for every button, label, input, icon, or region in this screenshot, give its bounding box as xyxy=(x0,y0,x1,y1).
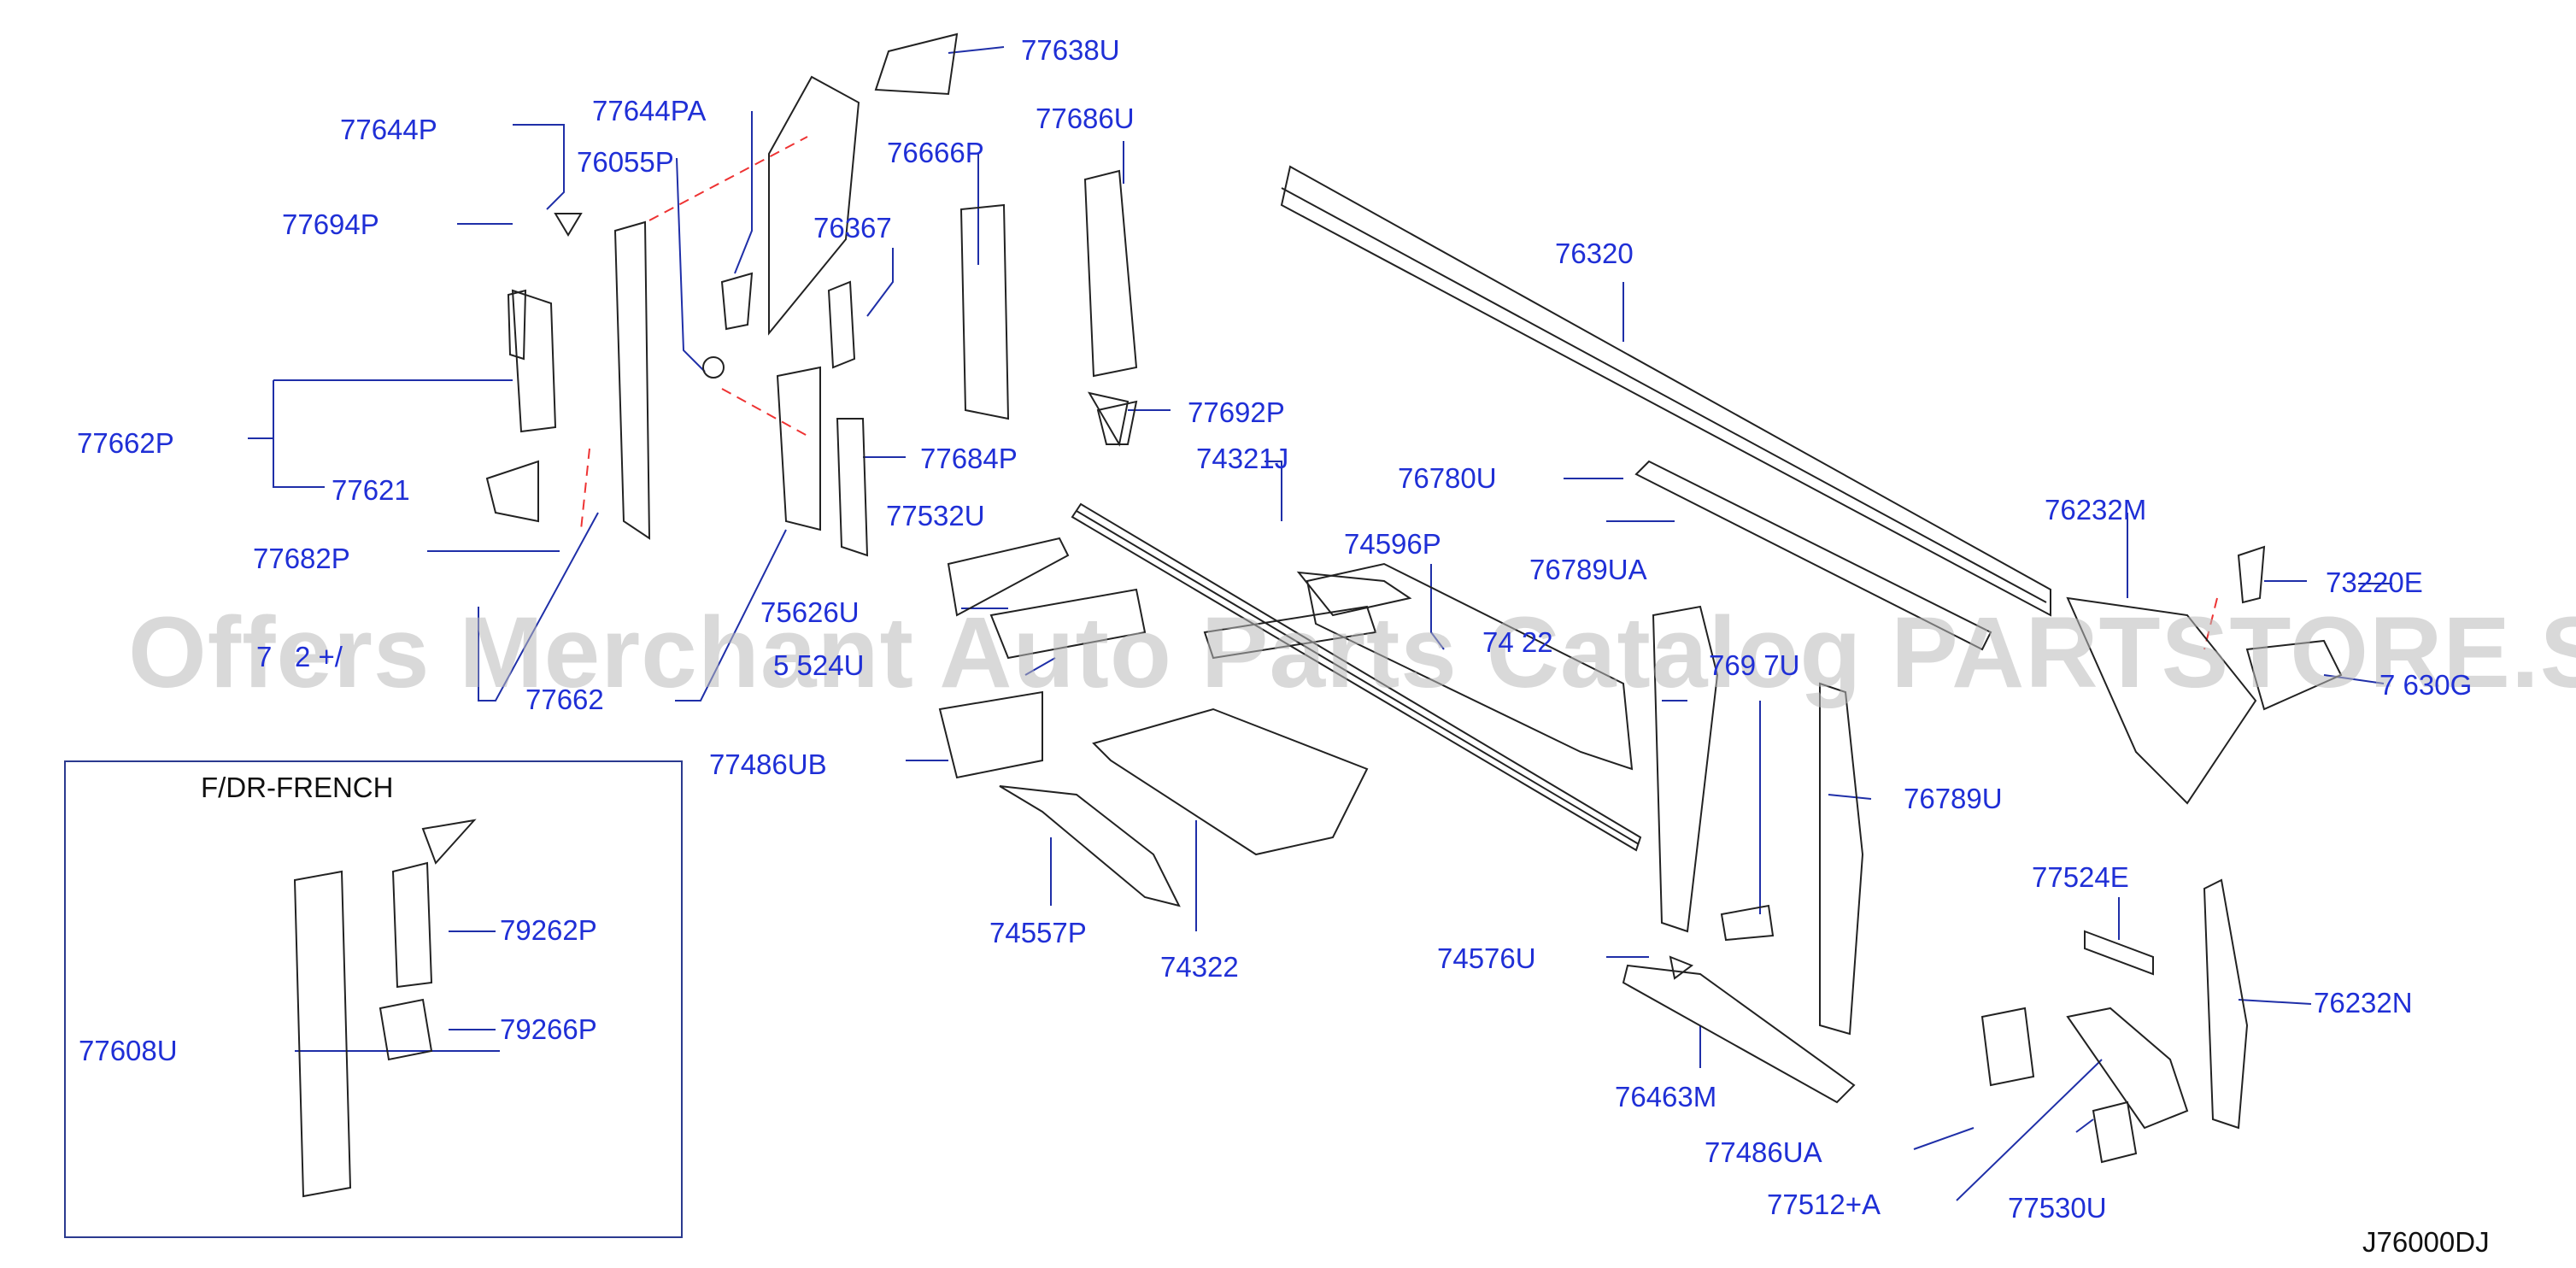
label-74576u[interactable]: 74576U xyxy=(1437,942,1536,974)
label-77486ub[interactable]: 77486UB xyxy=(709,748,827,780)
label-73220e[interactable]: 73220E xyxy=(2326,566,2423,598)
label-77682p[interactable]: 77682P xyxy=(253,543,350,574)
label-77694p[interactable]: 77694P xyxy=(282,208,379,240)
label-76463m[interactable]: 76463M xyxy=(1615,1081,1717,1112)
label-77486ua[interactable]: 77486UA xyxy=(1705,1136,1822,1168)
label-77692p[interactable]: 77692P xyxy=(1188,396,1285,428)
label-76232m[interactable]: 76232M xyxy=(2045,494,2147,525)
inset-box xyxy=(64,760,683,1238)
inset-title: F/DR-FRENCH xyxy=(201,772,394,803)
label-77644pa[interactable]: 77644PA xyxy=(592,95,707,126)
label-77686u[interactable]: 77686U xyxy=(1036,103,1135,134)
label-partial-e: 769 7U xyxy=(1709,649,1800,681)
diagram-code: J76000DJ xyxy=(2362,1226,2490,1258)
label-79262p[interactable]: 79262P xyxy=(500,914,597,946)
label-76789u[interactable]: 76789U xyxy=(1904,783,2003,814)
label-partial-c: 5 524U xyxy=(773,649,865,681)
label-76780u[interactable]: 76780U xyxy=(1398,462,1497,494)
label-77530u[interactable]: 77530U xyxy=(2008,1192,2107,1224)
label-74557p[interactable]: 74557P xyxy=(989,917,1087,948)
label-77512a[interactable]: 77512+A xyxy=(1767,1189,1881,1220)
label-76320[interactable]: 76320 xyxy=(1555,238,1634,269)
watermark: Offers Merchant Auto Parts Catalog PARTS… xyxy=(128,596,2576,709)
label-74596p[interactable]: 74596P xyxy=(1344,528,1441,560)
label-77684p[interactable]: 77684P xyxy=(920,443,1018,474)
label-76055p[interactable]: 76055P xyxy=(577,146,674,178)
label-partial-b: 2 +/ xyxy=(295,641,343,672)
label-76367[interactable]: 76367 xyxy=(813,212,892,244)
label-77662[interactable]: 77662 xyxy=(525,684,604,715)
label-77532u[interactable]: 77532U xyxy=(886,500,985,531)
label-77662p[interactable]: 77662P xyxy=(77,427,174,459)
label-77638u[interactable]: 77638U xyxy=(1021,34,1120,66)
label-77524e[interactable]: 77524E xyxy=(2032,861,2129,893)
label-partial-f: 7 630G xyxy=(2379,669,2473,701)
label-74321j[interactable]: 74321J xyxy=(1196,443,1289,474)
label-77644p[interactable]: 77644P xyxy=(340,114,437,145)
label-74322[interactable]: 74322 xyxy=(1160,951,1239,983)
label-77608u[interactable]: 77608U xyxy=(79,1035,178,1066)
label-76232n[interactable]: 76232N xyxy=(2314,987,2413,1019)
label-partial-a: 7 xyxy=(256,641,273,672)
label-partial-d: 74 22 xyxy=(1482,626,1553,658)
label-79266p[interactable]: 79266P xyxy=(500,1013,597,1045)
label-77621[interactable]: 77621 xyxy=(332,474,410,506)
label-76666p[interactable]: 76666P xyxy=(887,137,984,168)
label-75626u[interactable]: 75626U xyxy=(760,596,860,628)
label-76789ua[interactable]: 76789UA xyxy=(1529,554,1647,585)
